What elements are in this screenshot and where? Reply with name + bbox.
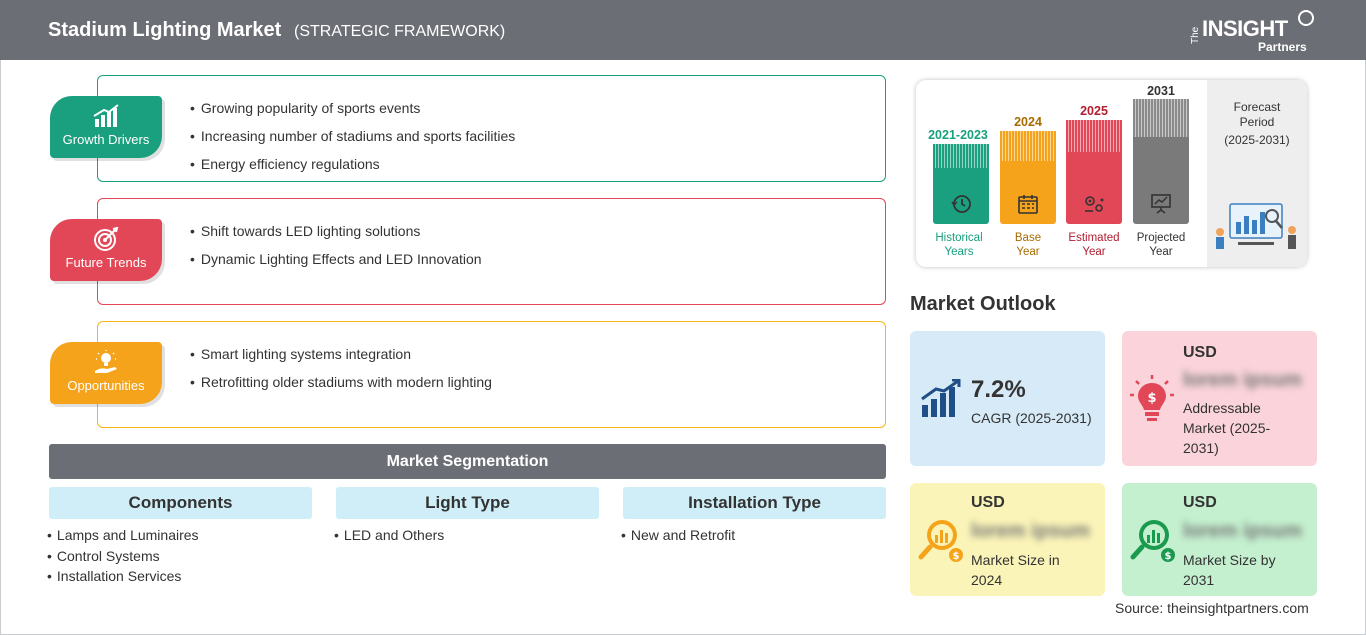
- caption-historical-1: Historical: [935, 232, 983, 244]
- caption-projected-1: Projected: [1136, 232, 1186, 244]
- rising-chart-icon: [921, 379, 961, 417]
- cagr-tile: 7.2% CAGR (2025-2031): [910, 331, 1105, 466]
- year-historical: 2021-2023: [928, 128, 988, 142]
- target-icon: [94, 227, 119, 251]
- source-link[interactable]: Source: theinsightpartners.com: [1115, 600, 1309, 616]
- addressable-currency: USD: [1183, 344, 1217, 361]
- market-outlook-title: Market Outlook: [910, 293, 1056, 315]
- cagr-label: CAGR (2025-2031): [971, 410, 1092, 426]
- bar-stripes: [1000, 131, 1056, 161]
- forecast-period-label: Period: [1239, 115, 1275, 129]
- list-item: New and Retrofit: [621, 525, 735, 546]
- size-2031-currency: USD: [1183, 494, 1217, 511]
- svg-text:$: $: [953, 551, 960, 562]
- opportunities-label: Opportunities: [67, 378, 145, 393]
- forecast-period-panel: Forecast Period (2025-2031): [1207, 80, 1307, 267]
- segment-components-list: Lamps and Luminaires Control Systems Ins…: [47, 525, 199, 587]
- opportunities-badge: Opportunities: [50, 342, 162, 404]
- forecast-label: Forecast: [1233, 100, 1281, 114]
- bar-stripes: [1133, 99, 1189, 137]
- growth-drivers-list: Growing popularity of sports events Incr…: [190, 94, 515, 178]
- year-projected: 2031: [1147, 84, 1175, 98]
- market-segmentation-header: Market Segmentation: [49, 444, 886, 479]
- size-2024-value: lorem ipsum: [971, 520, 1090, 542]
- list-item: LED and Others: [334, 525, 444, 546]
- list-item: Smart lighting systems integration: [190, 340, 492, 368]
- growth-drivers-card: Growing popularity of sports events Incr…: [97, 75, 886, 182]
- segment-light-type-header: Light Type: [336, 487, 599, 519]
- calendar-icon: [1018, 195, 1038, 214]
- dollar-bulb-icon: $: [1130, 375, 1174, 421]
- caption-estimated-2: Year: [1082, 246, 1106, 258]
- logo-the-text: The: [1190, 26, 1201, 44]
- addressable-label-2: Market (2025-: [1183, 420, 1271, 436]
- size-2024-label-1: Market Size in: [971, 552, 1060, 568]
- list-item: Retrofitting older stadiums with modern …: [190, 368, 492, 396]
- analytics-team-icon: [1216, 203, 1296, 249]
- segment-installation-type-list: New and Retrofit: [621, 525, 735, 546]
- list-item: Installation Services: [47, 566, 199, 587]
- bar-body: [1066, 152, 1122, 224]
- market-size-2031-tile: $ USD lorem ipsum Market Size by 2031: [1122, 483, 1317, 596]
- addressable-market-tile: $ USD lorem ipsum Addressable Market (20…: [1122, 331, 1317, 466]
- caption-base-1: Base: [1014, 232, 1042, 244]
- logo-insight-text: INSIGHT: [1202, 16, 1288, 41]
- bar-stripes: [1066, 120, 1122, 152]
- list-item: Dynamic Lighting Effects and LED Innovat…: [190, 245, 482, 273]
- cagr-value: 7.2%: [971, 376, 1026, 403]
- caption-projected-2: Year: [1149, 246, 1173, 258]
- header-bar: Stadium Lighting Market (STRATEGIC FRAME…: [0, 0, 1366, 60]
- year-base: 2024: [1014, 115, 1042, 129]
- history-clock-icon: [951, 195, 971, 213]
- opportunities-card: Smart lighting systems integration Retro…: [97, 321, 886, 428]
- list-item: Energy efficiency regulations: [190, 150, 515, 178]
- growth-chart-icon: [93, 104, 119, 127]
- size-2031-label-1: Market Size by: [1183, 552, 1276, 568]
- future-trends-badge: Future Trends: [50, 219, 162, 281]
- size-2024-currency: USD: [971, 494, 1005, 511]
- market-size-2024-tile: $ USD lorem ipsum Market Size in 2024: [910, 483, 1105, 596]
- future-trends-label: Future Trends: [65, 255, 147, 270]
- list-item: Growing popularity of sports events: [190, 94, 515, 122]
- magnifier-chart-icon: $: [1130, 520, 1175, 562]
- opportunities-list: Smart lighting systems integration Retro…: [190, 340, 492, 396]
- logo-partners-text: Partners: [1258, 40, 1307, 54]
- growth-drivers-badge: Growth Drivers: [50, 96, 162, 158]
- logo-ring-icon: [1298, 10, 1314, 26]
- page-title: Stadium Lighting Market: [48, 19, 282, 41]
- segment-light-type-list: LED and Others: [334, 525, 444, 546]
- forecast-range-label: (2025-2031): [1224, 133, 1290, 147]
- size-2024-label-2: 2024: [971, 572, 1003, 588]
- caption-base-2: Year: [1016, 246, 1040, 258]
- gears-icon: [1085, 196, 1104, 212]
- caption-estimated-1: Estimated: [1068, 232, 1120, 244]
- segment-components-header: Components: [49, 487, 312, 519]
- growth-drivers-label: Growth Drivers: [62, 132, 150, 147]
- lightbulb-hand-icon: [95, 350, 117, 373]
- addressable-value: lorem ipsum: [1183, 369, 1302, 391]
- magnifier-chart-icon: $: [918, 520, 963, 562]
- list-item: Increasing number of stadiums and sports…: [190, 122, 515, 150]
- svg-text:$: $: [1147, 391, 1156, 406]
- list-item: Lamps and Luminaires: [47, 525, 199, 546]
- year-estimated: 2025: [1080, 104, 1108, 118]
- addressable-label-3: 2031): [1183, 440, 1219, 456]
- list-item: Shift towards LED lighting solutions: [190, 217, 482, 245]
- future-trends-list: Shift towards LED lighting solutions Dyn…: [190, 217, 482, 273]
- svg-text:$: $: [1165, 551, 1172, 562]
- addressable-label-1: Addressable: [1183, 400, 1261, 416]
- insight-partners-logo[interactable]: The INSIGHT Partners: [1190, 10, 1320, 54]
- segment-installation-type-header: Installation Type: [623, 487, 886, 519]
- bar-stripes: [933, 144, 989, 168]
- presentation-icon: [1151, 194, 1171, 214]
- size-2031-label-2: 2031: [1183, 572, 1215, 588]
- size-2031-value: lorem ipsum: [1183, 520, 1302, 542]
- list-item: Control Systems: [47, 546, 199, 567]
- caption-historical-2: Years: [944, 246, 974, 258]
- future-trends-card: Shift towards LED lighting solutions Dyn…: [97, 198, 886, 305]
- page-subtitle: (STRATEGIC FRAMEWORK): [294, 23, 506, 40]
